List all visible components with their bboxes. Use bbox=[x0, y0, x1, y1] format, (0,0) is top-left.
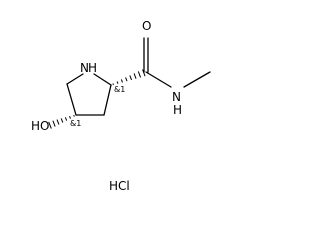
hash-stroke bbox=[112, 83, 114, 86]
hydroxyl-label: HO bbox=[31, 119, 49, 133]
hashed-wedge-c2-carbonyl bbox=[112, 69, 146, 86]
structure-diagram: N H O N H HO &1 &1 HCl bbox=[31, 19, 211, 193]
carbonyl-oxygen-label: O bbox=[142, 19, 151, 33]
bond-c5-n1 bbox=[66, 73, 84, 85]
hcl-salt-label: HCl bbox=[109, 179, 130, 193]
hash-stroke bbox=[125, 77, 128, 82]
hash-stroke bbox=[52, 120, 56, 127]
stereo-label-c2: &1 bbox=[114, 85, 125, 94]
hashed-wedge-c4-hydroxyl bbox=[48, 114, 75, 129]
bond-c3-c2 bbox=[103, 84, 112, 116]
hash-stroke bbox=[73, 114, 75, 117]
amide-nitrogen-h-label: H bbox=[173, 103, 182, 117]
hash-stroke bbox=[64, 117, 68, 121]
hash-stroke bbox=[69, 115, 71, 119]
hash-stroke bbox=[116, 81, 119, 84]
hash-stroke bbox=[137, 71, 142, 78]
hash-stroke bbox=[133, 73, 137, 79]
hash-stroke bbox=[129, 75, 132, 81]
bond-amide-n-methyl bbox=[183, 71, 211, 88]
hash-stroke bbox=[60, 118, 64, 123]
hash-stroke bbox=[120, 79, 123, 83]
stereo-label-c4: &1 bbox=[70, 119, 81, 128]
bond-carbonyl-amide-n bbox=[145, 71, 172, 88]
hash-stroke bbox=[56, 119, 60, 125]
bond-n1-c2 bbox=[93, 73, 112, 86]
ring-nitrogen-h-label: H bbox=[88, 61, 97, 75]
amide-nitrogen-label: N bbox=[172, 90, 181, 104]
hash-stroke bbox=[142, 69, 146, 77]
bond-c5-c4 bbox=[66, 83, 77, 116]
ring-nitrogen-label: N bbox=[80, 61, 89, 75]
hash-stroke bbox=[48, 121, 52, 129]
